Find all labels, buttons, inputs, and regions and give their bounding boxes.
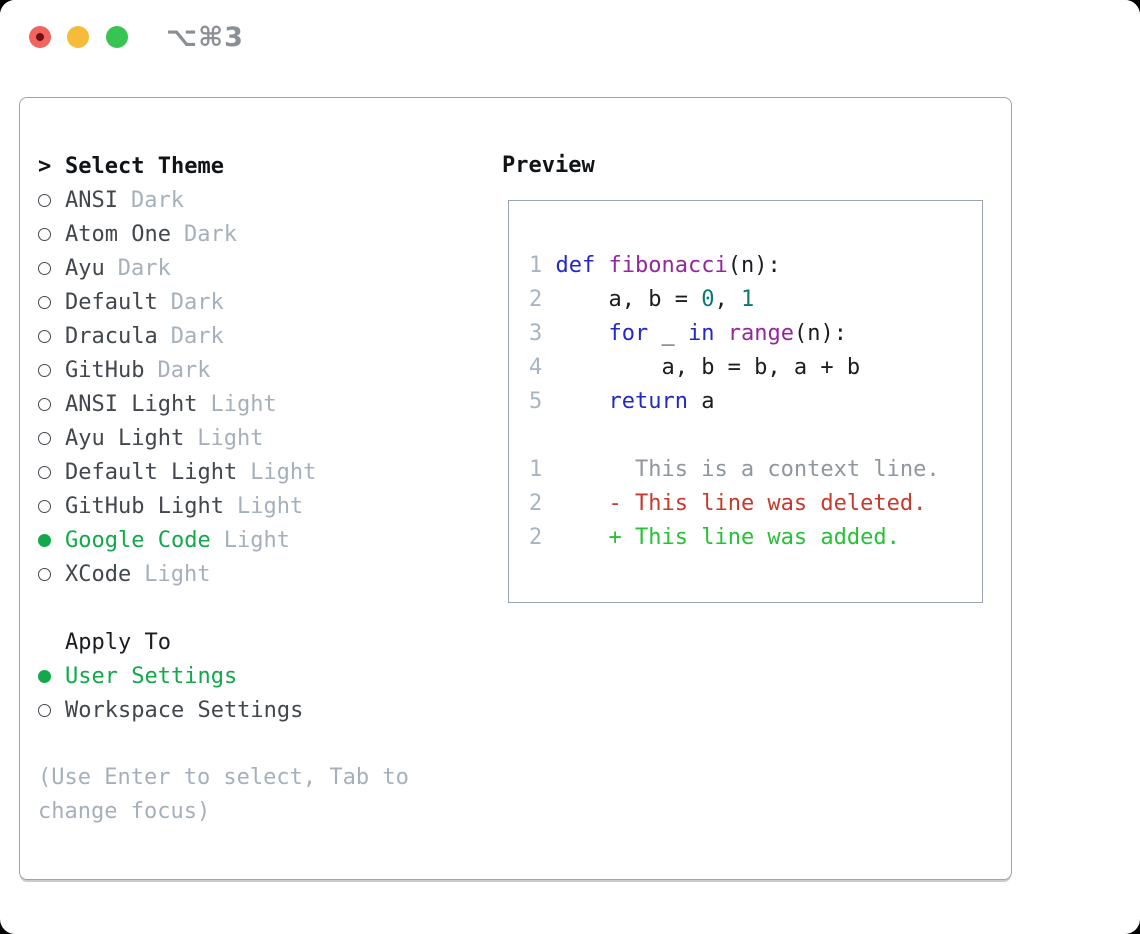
radio-selected-icon bbox=[38, 669, 65, 683]
radio-selected-icon bbox=[38, 533, 65, 547]
apply-to-header-label: Apply To bbox=[65, 629, 171, 655]
option-label: User Settings bbox=[65, 663, 238, 689]
radio-unselected-icon bbox=[38, 329, 65, 343]
code-line-3: 3 for _ in range(n): bbox=[529, 321, 847, 346]
diff-line-context: 1 This is a context line. bbox=[529, 457, 940, 482]
spacer bbox=[38, 727, 438, 761]
radio-unselected-icon bbox=[38, 397, 65, 411]
radio-unselected-icon bbox=[38, 499, 65, 513]
code-line-4: 4 a, b = b, a + b bbox=[529, 355, 861, 380]
window-title: ⌥⌘3 bbox=[166, 22, 244, 53]
option-label: Atom One bbox=[65, 221, 171, 247]
option-variant-label: Light bbox=[210, 391, 277, 417]
theme-option-ayu-light[interactable]: Ayu Light Light bbox=[38, 421, 438, 455]
diff-line-deleted: 2 - This line was deleted. bbox=[529, 491, 927, 516]
option-label: Ayu Light bbox=[65, 425, 185, 451]
hint-text: (Use Enter to select, Tab to change focu… bbox=[38, 765, 409, 824]
titlebar: ⌥⌘3 bbox=[0, 0, 1140, 97]
theme-option-ansi-light[interactable]: ANSI Light Light bbox=[38, 387, 438, 421]
radio-unselected-icon bbox=[38, 431, 65, 445]
diff-line-added: 2 + This line was added. bbox=[529, 525, 900, 550]
apply-to-header: Apply To bbox=[38, 625, 438, 659]
unsaved-changes-dot-icon bbox=[36, 33, 44, 41]
select-theme-header: > Select Theme bbox=[38, 149, 438, 183]
option-label: Ayu bbox=[65, 255, 105, 281]
code-line-2: 2 a, b = 0, 1 bbox=[529, 287, 755, 312]
close-button[interactable] bbox=[29, 26, 51, 48]
radio-unselected-icon bbox=[38, 261, 65, 275]
preview-box: 1 def fibonacci(n): 2 a, b = 0, 1 3 for … bbox=[508, 200, 983, 603]
apply-option-user-settings[interactable]: User Settings bbox=[38, 659, 438, 693]
option-variant-label: Light bbox=[197, 425, 264, 451]
option-label: GitHub bbox=[65, 357, 145, 383]
zoom-button[interactable] bbox=[106, 26, 128, 48]
theme-option-ansi[interactable]: ANSI Dark bbox=[38, 183, 438, 217]
radio-unselected-icon bbox=[38, 193, 65, 207]
spacer bbox=[38, 591, 438, 625]
option-variant-label: Dark bbox=[183, 221, 237, 247]
theme-option-default[interactable]: Default Dark bbox=[38, 285, 438, 319]
option-label: Google Code bbox=[65, 527, 211, 553]
code-line-5: 5 return a bbox=[529, 389, 715, 414]
diff-sign: + bbox=[608, 525, 635, 550]
option-label: ANSI Light bbox=[65, 391, 198, 417]
theme-option-ayu[interactable]: Ayu Dark bbox=[38, 251, 438, 285]
option-variant-label: Dark bbox=[170, 289, 224, 315]
theme-option-dracula[interactable]: Dracula Dark bbox=[38, 319, 438, 353]
option-variant-label: Light bbox=[236, 493, 304, 519]
theme-option-google-code[interactable]: Google Code Light bbox=[38, 523, 438, 557]
radio-unselected-icon bbox=[38, 567, 65, 581]
option-variant-label: Dark bbox=[170, 323, 224, 349]
option-variant-label: Light bbox=[144, 561, 211, 587]
diff-sign: - bbox=[608, 491, 635, 516]
apply-option-workspace-settings[interactable]: Workspace Settings bbox=[38, 693, 438, 727]
option-variant-label: Dark bbox=[130, 187, 184, 213]
option-label: ANSI bbox=[65, 187, 118, 213]
select-theme-header-label: Select Theme bbox=[65, 153, 224, 179]
option-label: XCode bbox=[65, 561, 132, 587]
theme-option-atom-one[interactable]: Atom One Dark bbox=[38, 217, 438, 251]
option-label: GitHub Light bbox=[65, 493, 224, 519]
preview-header-label: Preview bbox=[502, 153, 595, 178]
theme-option-xcode[interactable]: XCode Light bbox=[38, 557, 438, 591]
theme-option-github[interactable]: GitHub Dark bbox=[38, 353, 438, 387]
option-label: Dracula bbox=[65, 323, 158, 349]
minimize-button[interactable] bbox=[67, 26, 89, 48]
option-variant-label: Light bbox=[223, 527, 290, 553]
radio-unselected-icon bbox=[38, 295, 65, 309]
option-label: Default bbox=[65, 289, 158, 315]
option-variant-label: Dark bbox=[157, 357, 211, 383]
radio-unselected-icon bbox=[38, 227, 65, 241]
radio-unselected-icon bbox=[38, 703, 65, 717]
radio-unselected-icon bbox=[38, 363, 65, 377]
option-label: Default Light bbox=[65, 459, 238, 485]
option-label: Workspace Settings bbox=[65, 697, 304, 723]
preview-code: 1 def fibonacci(n): 2 a, b = 0, 1 3 for … bbox=[529, 249, 940, 555]
option-variant-label: Dark bbox=[117, 255, 171, 281]
code-line-1: 1 def fibonacci(n): bbox=[529, 253, 781, 278]
theme-option-default-light[interactable]: Default Light Light bbox=[38, 455, 438, 489]
theme-option-github-light[interactable]: GitHub Light Light bbox=[38, 489, 438, 523]
radio-unselected-icon bbox=[38, 465, 65, 479]
option-variant-label: Light bbox=[250, 459, 317, 485]
focus-caret: > bbox=[38, 153, 52, 179]
